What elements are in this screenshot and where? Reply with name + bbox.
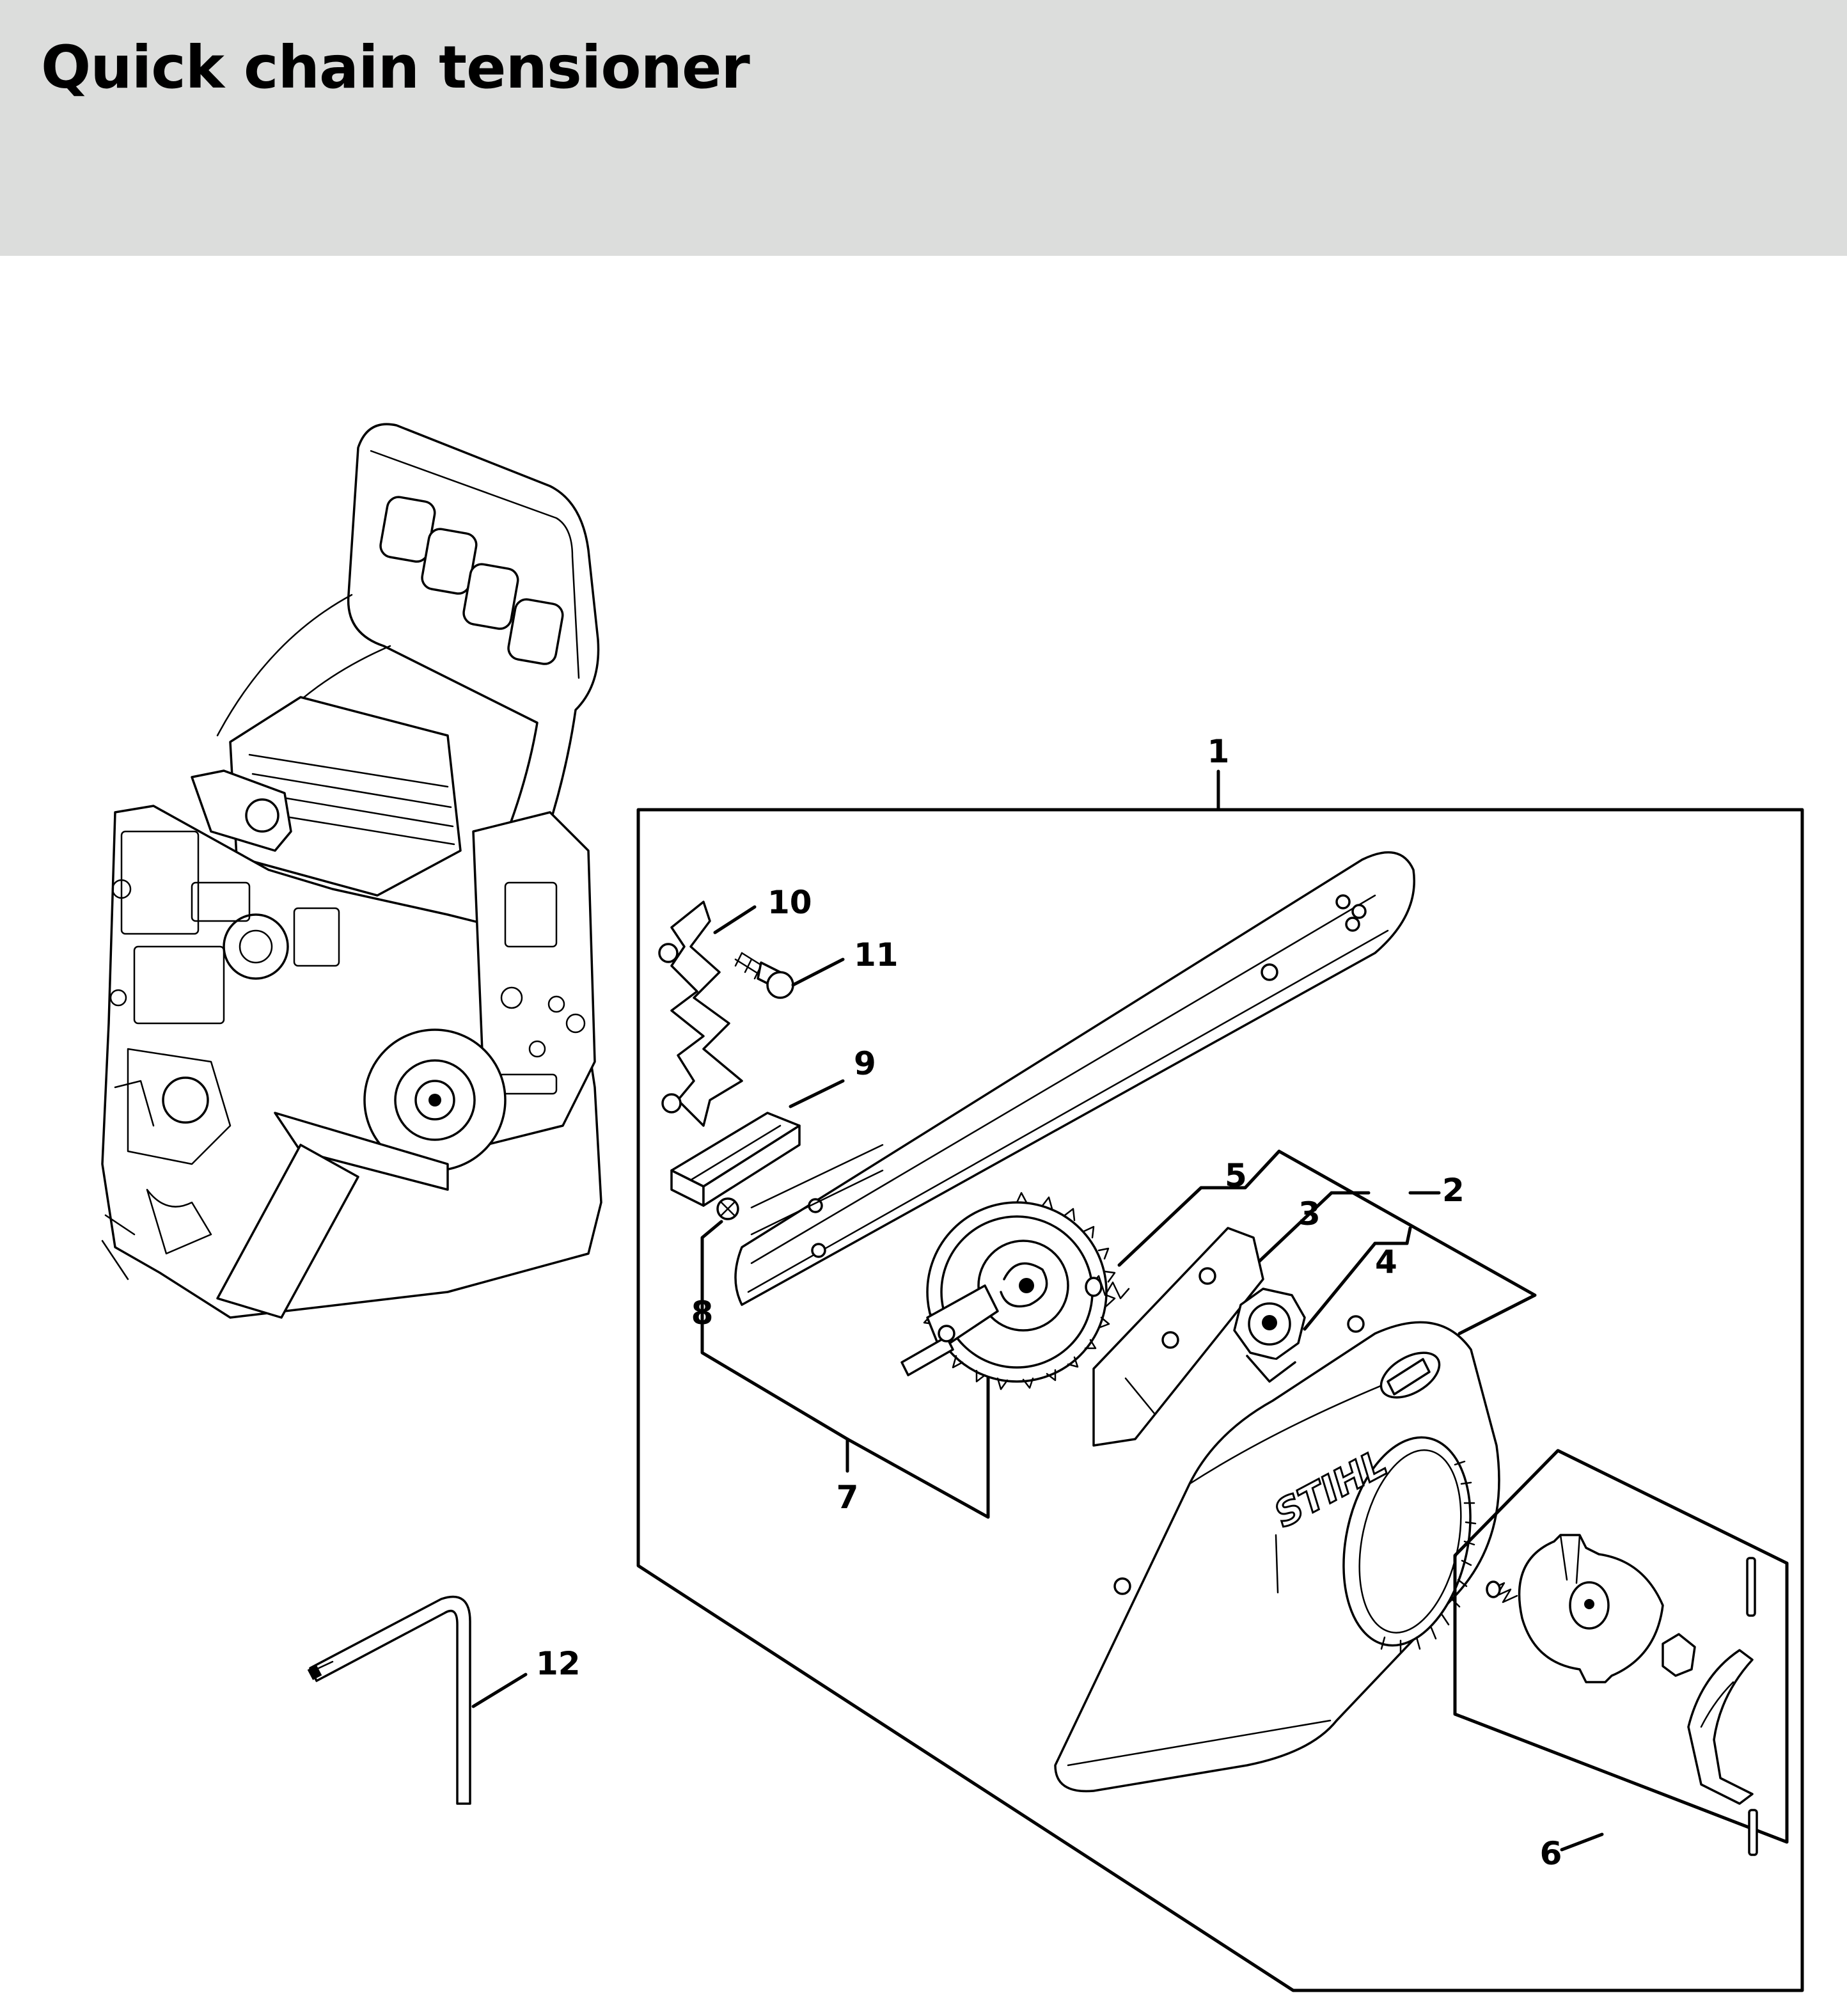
page-title: Quick chain tensioner <box>41 33 750 102</box>
callout-1: 1 <box>1207 733 1230 770</box>
guide-bar <box>734 851 1415 1306</box>
callout-12: 12 <box>536 1645 581 1682</box>
callout-4: 4 <box>1375 1243 1397 1280</box>
callout-7: 7 <box>837 1479 859 1516</box>
callout-11: 11 <box>854 936 899 973</box>
sprocket-cover-part: STIHL <box>1054 1315 1500 1793</box>
spring-part <box>1085 1275 1130 1300</box>
slide-block-part <box>670 1112 801 1207</box>
callout-5: 5 <box>1225 1157 1247 1194</box>
callout-9: 9 <box>854 1045 876 1082</box>
kit-outline <box>636 769 1804 1992</box>
chainsaw-powerhead-illustration <box>101 423 602 1319</box>
header-bar: Quick chain tensioner <box>0 0 1847 256</box>
knob-nut-part <box>1233 1288 1306 1383</box>
bar-screw-part <box>716 1197 739 1220</box>
tensioner-gear-part <box>900 1192 1116 1390</box>
screw-part <box>734 952 794 999</box>
exploded-parts-diagram: 1 10 11 9 <box>0 256 1847 2016</box>
chain-brake-part <box>1486 1534 1758 1856</box>
callout-2: 2 <box>1442 1172 1465 1209</box>
callout-8: 8 <box>691 1295 714 1332</box>
hex-key-tool <box>307 1595 471 1805</box>
spring-plate-part <box>658 901 743 1127</box>
callout-10: 10 <box>767 884 812 921</box>
callout-6: 6 <box>1540 1835 1562 1872</box>
callout-3: 3 <box>1298 1195 1321 1232</box>
cover-plate-part <box>1092 1227 1264 1447</box>
